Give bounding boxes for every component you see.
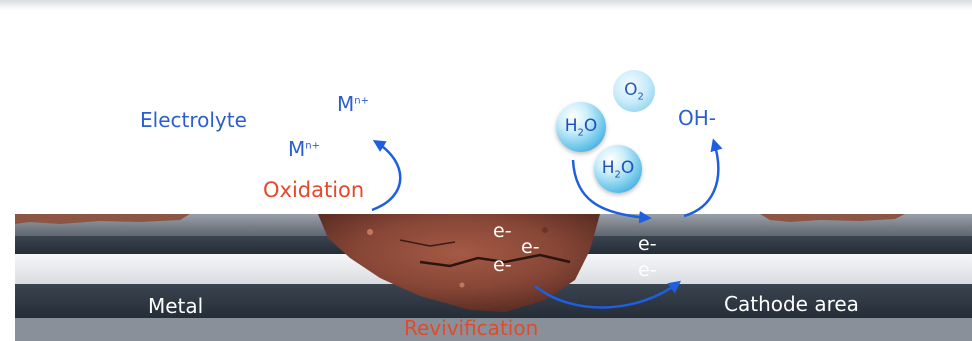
oxidation-label: Oxidation — [263, 178, 365, 202]
cathode-area-label: Cathode area — [724, 292, 859, 316]
rust-speck-2 — [459, 282, 465, 288]
o2-label: O2 — [624, 79, 644, 103]
h2o-bottom-label: H2O — [601, 157, 635, 181]
metal-label: Metal — [148, 294, 204, 318]
electron-label-4: e- — [638, 233, 657, 255]
oxygen-molecule-bubble: O2 — [613, 70, 655, 112]
metal-bottom-band — [15, 318, 972, 341]
water-reduction-arrow — [571, 159, 652, 224]
electron-label-3: e- — [493, 254, 512, 276]
electron-label-5: e- — [638, 259, 657, 281]
electrolyte-label: Electrolyte — [140, 108, 247, 132]
rust-patch-left — [15, 214, 190, 224]
electron-flow-arrow — [534, 280, 681, 309]
electron-label-2: e- — [521, 236, 540, 258]
rust-speck-1 — [367, 229, 373, 235]
metal-ion-label-top: Mn+ — [337, 92, 369, 116]
rust-crack-1 — [419, 253, 571, 268]
metal-ion-label-bottom: Mn+ — [288, 137, 320, 161]
water-molecule-bubble-bottom: H2O — [594, 145, 642, 193]
oxidation-arrow — [371, 140, 402, 212]
hydroxide-arrow — [683, 138, 723, 218]
rust-crack-2 — [399, 239, 456, 247]
h2o-top-label: H2O — [564, 115, 598, 139]
revivification-label: Revivification — [404, 316, 539, 340]
electron-label-1: e- — [493, 220, 512, 242]
rust-patch-right — [760, 214, 905, 222]
top-texture — [0, 0, 972, 10]
water-molecule-bubble-top: H2O — [556, 102, 606, 152]
hydroxide-label: OH- — [678, 106, 716, 130]
rust-speck-3 — [542, 227, 548, 233]
